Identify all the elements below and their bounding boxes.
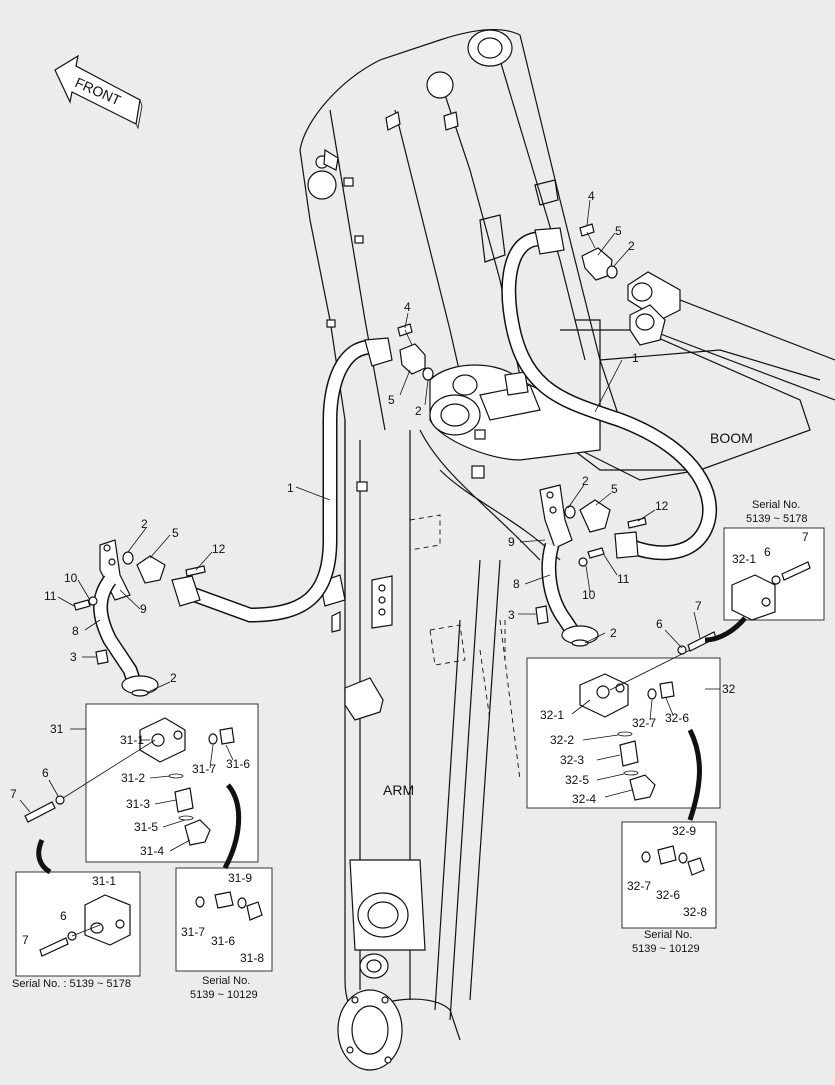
detail-32-bottom-part-6: 32-6 <box>656 888 680 902</box>
group-31-detail-right: Serial No. 5139 ~ 10129 <box>175 867 273 1001</box>
detail-31-left-caption: Serial No. : 5139 ~ 5178 <box>12 978 131 990</box>
callout-11: 11 <box>617 572 630 586</box>
callout-5: 5 <box>172 526 179 540</box>
hose-left <box>171 337 393 623</box>
callout-1: 1 <box>287 481 294 495</box>
group-32-detail-bottom: Serial No. 5139 ~ 10129 <box>621 821 717 955</box>
callout-2: 2 <box>582 474 589 488</box>
callout-9: 9 <box>140 602 147 616</box>
callout-1: 1 <box>632 351 639 365</box>
callout-5: 5 <box>615 224 622 238</box>
arm-structure <box>319 420 561 1071</box>
callout-2: 2 <box>141 517 148 531</box>
detail-31-right-caption-2: 5139 ~ 10129 <box>190 989 258 1001</box>
callout-9: 9 <box>508 535 515 549</box>
callout-8: 8 <box>72 624 79 638</box>
part-31-7: 31-7 <box>192 762 216 776</box>
part-32-7: 32-7 <box>632 716 656 730</box>
boom-label: BOOM <box>710 430 753 446</box>
detail-31-right-caption-1: Serial No. <box>202 975 250 987</box>
callout-2: 2 <box>170 671 177 685</box>
arm-label: ARM <box>383 782 414 798</box>
detail-32-bottom-caption-2: 5139 ~ 10129 <box>632 943 700 955</box>
pipe-assembly-right <box>535 484 647 647</box>
group-32-box <box>526 631 721 809</box>
callout-8: 8 <box>513 577 520 591</box>
part-31-1: 31-1 <box>120 733 144 747</box>
part-32-5: 32-5 <box>565 773 589 787</box>
group-31-detail-left: Serial No. : 5139 ~ 5178 <box>12 871 141 990</box>
pipe-assembly-left <box>73 539 206 697</box>
detail-32-top-part-1: 32-1 <box>732 552 756 566</box>
detail-31-right-part-8: 31-8 <box>240 951 264 965</box>
part-32-2: 32-2 <box>550 733 574 747</box>
part-31-6: 31-6 <box>226 757 250 771</box>
part-32-6: 32-6 <box>665 711 689 725</box>
callout-4: 4 <box>588 189 595 203</box>
labels: BOOM ARM 1 1 4 5 2 4 5 2 2 5 12 10 11 9 … <box>10 189 809 965</box>
callout-10: 10 <box>64 571 78 585</box>
detail-32-top-caption-1: Serial No. <box>752 499 800 511</box>
callout-3: 3 <box>508 608 515 622</box>
callout-11: 11 <box>44 589 57 603</box>
callout-31: 31 <box>50 722 64 736</box>
part-32-3: 32-3 <box>560 753 584 767</box>
callout-3: 3 <box>70 650 77 664</box>
detail-32-bottom-part-7: 32-7 <box>627 879 651 893</box>
part-31-5: 31-5 <box>134 820 158 834</box>
group-32-detail-top: Serial No. 5139 ~ 5178 <box>723 499 825 621</box>
detail-32-bottom-caption-1: Serial No. <box>644 929 692 941</box>
front-arrow-icon: FRONT <box>54 54 143 130</box>
callout-32: 32 <box>722 682 736 696</box>
detail-31-right-part-6: 31-6 <box>211 934 235 948</box>
callout-12: 12 <box>655 499 669 513</box>
group-31-box <box>24 703 259 863</box>
detail-32-bottom-part-9: 32-9 <box>672 824 696 838</box>
part-31-3: 31-3 <box>126 797 150 811</box>
callout-10: 10 <box>582 588 596 602</box>
part-31-4: 31-4 <box>140 844 164 858</box>
fittings-upper-right <box>579 223 618 281</box>
callout-4: 4 <box>404 300 411 314</box>
detail-32-top-caption-2: 5139 ~ 5178 <box>746 513 807 525</box>
callout-6: 6 <box>656 617 663 631</box>
part-32-4: 32-4 <box>572 792 596 806</box>
detail-32-top-part-6: 6 <box>764 545 771 559</box>
detail-pointers <box>36 616 747 875</box>
leader-lines <box>19 199 720 852</box>
callout-5: 5 <box>388 393 395 407</box>
callout-2: 2 <box>610 626 617 640</box>
detail-31-right-part-7: 31-7 <box>181 925 205 939</box>
detail-31-left-part-7: 7 <box>22 933 29 947</box>
detail-31-right-part-9: 31-9 <box>228 871 252 885</box>
hose-right <box>501 227 718 561</box>
callout-2: 2 <box>415 404 422 418</box>
fittings-upper-left <box>397 323 434 381</box>
part-31-2: 31-2 <box>121 771 145 785</box>
callout-5: 5 <box>611 482 618 496</box>
callout-6: 6 <box>42 766 49 780</box>
detail-31-left-part-1: 31-1 <box>92 874 116 888</box>
detail-32-top-part-7: 7 <box>802 530 809 544</box>
callout-2: 2 <box>628 239 635 253</box>
boom-structure <box>299 28 835 600</box>
callout-7: 7 <box>695 599 702 613</box>
detail-31-left-part-6: 6 <box>60 909 67 923</box>
part-32-1: 32-1 <box>540 708 564 722</box>
detail-32-bottom-part-8: 32-8 <box>683 905 707 919</box>
callout-12: 12 <box>212 542 226 556</box>
callout-7: 7 <box>10 787 17 801</box>
